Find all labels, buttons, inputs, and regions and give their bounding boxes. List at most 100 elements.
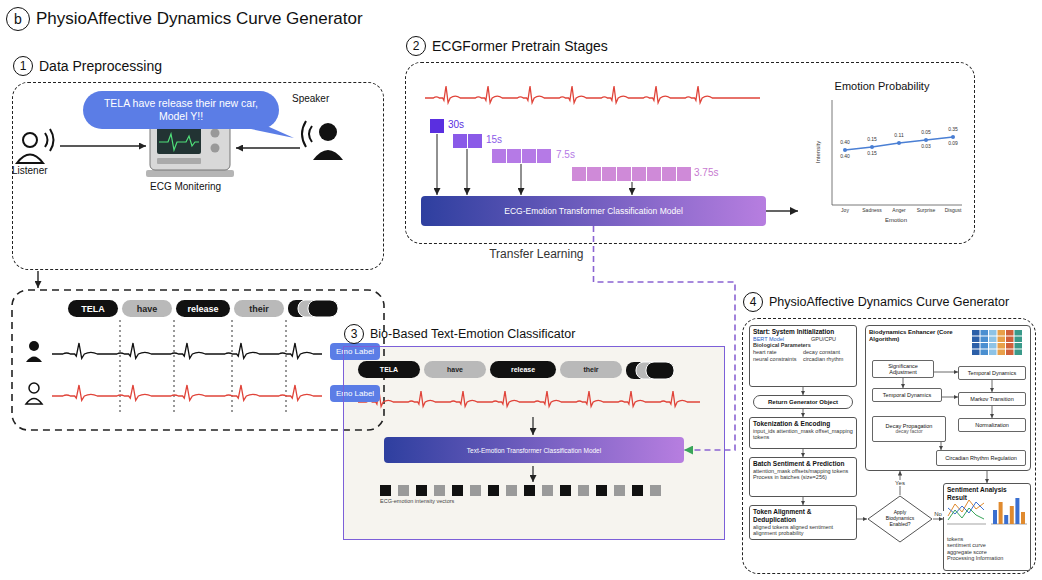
token-pill: have bbox=[122, 300, 172, 317]
node-text: TELA bbox=[380, 366, 398, 373]
segment-arrows bbox=[437, 134, 438, 195]
token-stack bbox=[646, 362, 674, 379]
node-text: Biological Parameters bbox=[753, 342, 853, 349]
segment-squares bbox=[537, 149, 551, 163]
model-arrows bbox=[532, 466, 533, 482]
node-text: Temporal Dynamics bbox=[968, 370, 1016, 376]
node-text: circadian rhythm bbox=[803, 356, 853, 363]
node-text: Normalization bbox=[975, 422, 1009, 428]
heatmap-grid bbox=[998, 343, 1006, 349]
panel-heading: 3Bio-Based Text-Emotion Classificator bbox=[344, 324, 575, 344]
emotion-chart bbox=[951, 135, 955, 139]
intensity-vector bbox=[488, 485, 499, 496]
node-text: Emotion Probability bbox=[798, 80, 966, 92]
token-separators bbox=[286, 320, 287, 414]
callout-number: 2 bbox=[406, 36, 426, 56]
panel-letter: b bbox=[6, 7, 30, 31]
annotation: Sadness bbox=[862, 208, 881, 213]
annotation: 0.03 bbox=[921, 144, 931, 149]
step-box: Temporal Dynamics bbox=[958, 366, 1026, 380]
segment-squares bbox=[677, 167, 691, 181]
node-text: aggregate score bbox=[947, 549, 1027, 556]
heatmap-grid bbox=[981, 337, 989, 343]
token-pill: their bbox=[234, 300, 284, 317]
small-listener-icon bbox=[26, 399, 42, 405]
emotion-chart bbox=[832, 100, 833, 205]
token-pill: their bbox=[560, 361, 622, 378]
panel: 4PhysioAffective Dynamics Curve Generato… bbox=[742, 318, 1036, 574]
heatmap-grid bbox=[981, 350, 989, 356]
intensity-vector bbox=[524, 485, 535, 496]
node-text: Token Alignment & Deduplication bbox=[753, 508, 853, 524]
token-separators bbox=[120, 320, 286, 414]
node-text: release bbox=[187, 304, 218, 314]
small-listener-icon bbox=[29, 383, 39, 393]
node-text: their bbox=[583, 366, 598, 373]
heatmap-grid bbox=[1006, 330, 1014, 336]
speaker-icon bbox=[313, 150, 343, 160]
small-speaker-icon bbox=[26, 357, 42, 363]
heatmap-grid bbox=[1006, 337, 1014, 343]
annotation: 0.05 bbox=[921, 130, 931, 135]
segment-squares bbox=[572, 167, 586, 181]
emotion-chart bbox=[897, 141, 901, 145]
annotation: Speaker bbox=[292, 94, 329, 104]
annotation: 0.11 bbox=[894, 133, 903, 138]
panel-ground bbox=[344, 347, 724, 539]
connector bbox=[933, 519, 943, 520]
signal-arrows bbox=[236, 147, 300, 148]
intensity-vector bbox=[578, 485, 589, 496]
process-box: Batch Sentiment & Predictionattention_ma… bbox=[749, 457, 857, 497]
connector bbox=[942, 397, 958, 398]
annotation: 0.40 bbox=[840, 140, 850, 145]
annotation: Joy bbox=[841, 208, 849, 213]
annotation: 3.75s bbox=[694, 168, 718, 178]
segment-squares bbox=[632, 167, 646, 181]
segment-squares bbox=[453, 134, 467, 148]
node-text: release bbox=[511, 366, 535, 373]
panel-heading: 1Data Preprocessing bbox=[13, 56, 162, 76]
panel: 1Data PreprocessingTELA have release the… bbox=[12, 82, 384, 270]
model-bar: Text-Emotion Transformer Classification … bbox=[384, 437, 684, 463]
intensity-vector bbox=[560, 485, 571, 496]
segment-squares bbox=[587, 167, 601, 181]
result-charts bbox=[1015, 498, 1019, 524]
annotation: 7.5s bbox=[556, 150, 575, 160]
intensity-vector bbox=[650, 485, 661, 496]
listener-icon bbox=[17, 155, 43, 164]
emotion-chart bbox=[870, 145, 874, 149]
token-stack bbox=[288, 300, 338, 317]
connector bbox=[803, 497, 804, 505]
signal-arrows bbox=[60, 146, 300, 148]
step-box: Normalization bbox=[958, 418, 1026, 432]
result-charts bbox=[1004, 515, 1008, 524]
node-text: Batch Sentiment & Prediction bbox=[753, 460, 853, 468]
heatmap-grid bbox=[1015, 330, 1023, 336]
node-text: decay factor bbox=[895, 429, 922, 435]
annotation: 15s bbox=[486, 135, 502, 145]
annotation: Intensity bbox=[815, 141, 821, 163]
connector-label: No bbox=[932, 511, 944, 517]
result-charts bbox=[947, 498, 1027, 524]
process-box: Token Alignment & Deduplicationaligned t… bbox=[749, 505, 857, 540]
node-text: heart rate bbox=[753, 349, 803, 356]
connector bbox=[903, 378, 904, 388]
heatmap-grid bbox=[1006, 350, 1014, 356]
node-text: decay constant bbox=[803, 349, 853, 356]
node-text: GPU/CPU bbox=[811, 336, 853, 343]
node-text: sentiment curve bbox=[947, 542, 1027, 549]
intensity-vector bbox=[452, 485, 463, 496]
result-charts bbox=[947, 524, 986, 525]
decision-diamond: Apply Biodynamics Enabled? bbox=[867, 495, 933, 543]
token-pill: release bbox=[490, 361, 556, 378]
result-charts bbox=[999, 502, 1003, 524]
token-pill: TELA bbox=[358, 361, 420, 378]
heatmap-grid bbox=[972, 343, 980, 349]
token-pill: have bbox=[424, 361, 486, 378]
connector bbox=[992, 380, 993, 392]
ecg-monitor-device bbox=[157, 158, 201, 164]
heatmap-grid bbox=[972, 330, 1022, 355]
connector bbox=[941, 442, 942, 450]
diamond-outline bbox=[868, 496, 932, 542]
connector bbox=[857, 519, 867, 520]
